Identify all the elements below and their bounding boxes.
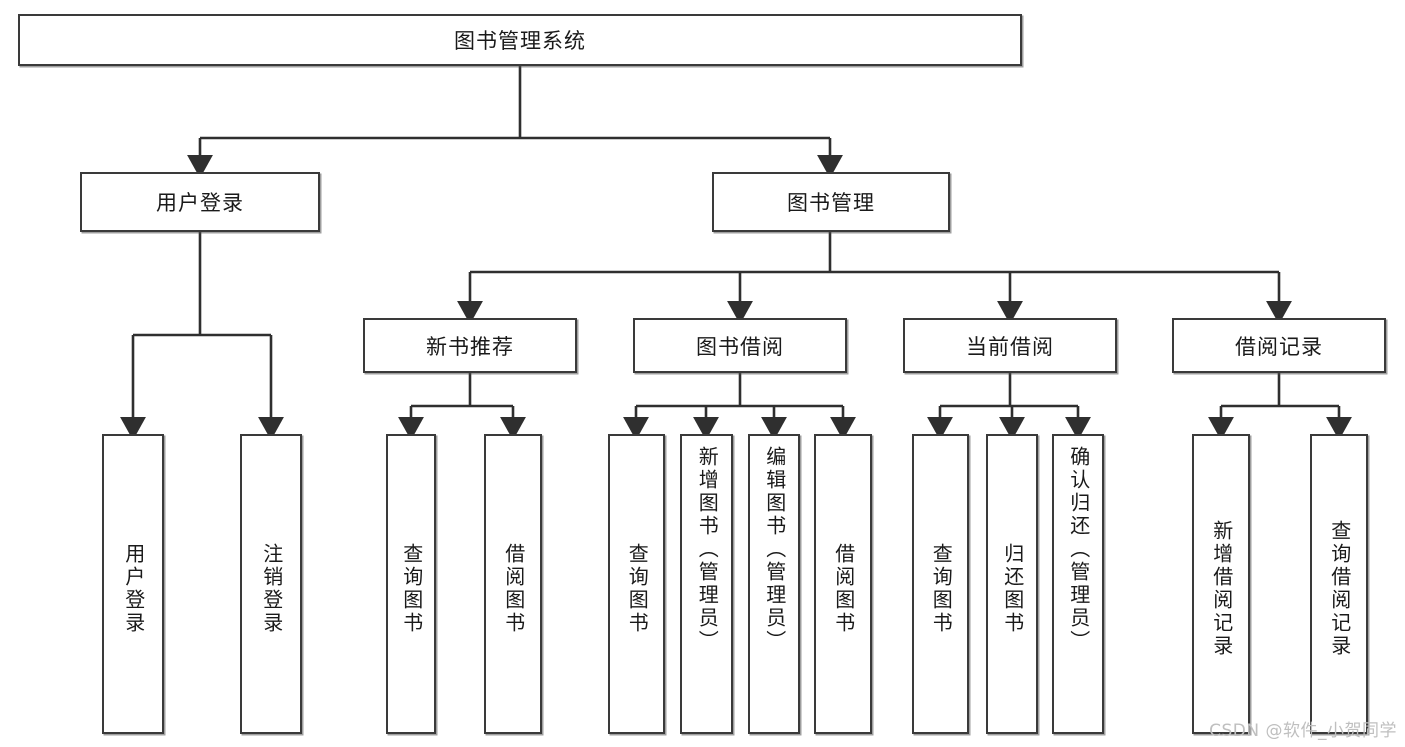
leaf-node[interactable]: 编辑图书（管理员） (748, 434, 800, 734)
node-user-login[interactable]: 用户登录 (80, 172, 320, 232)
leaf-node[interactable]: 查询图书 (912, 434, 969, 734)
leaf-node[interactable]: 查询图书 (608, 434, 665, 734)
leaf-label: 查询图书 (625, 543, 650, 635)
leaf-node[interactable]: 新增借阅记录 (1192, 434, 1250, 734)
node-label: 图书借阅 (696, 334, 784, 359)
watermark: CSDN @软件_小贺同学 (1209, 721, 1397, 741)
leaf-label: 归还图书 (1000, 543, 1025, 635)
leaf-node[interactable]: 借阅图书 (484, 434, 542, 734)
leaf-label: 编辑图书（管理员） (762, 446, 787, 653)
node-current-borrow[interactable]: 当前借阅 (903, 318, 1117, 373)
leaf-label: 查询借阅记录 (1327, 520, 1352, 658)
leaf-label: 借阅图书 (831, 543, 856, 635)
node-root-label: 图书管理系统 (454, 29, 586, 53)
leaf-label: 查询图书 (399, 543, 424, 635)
node-root[interactable]: 图书管理系统 (18, 14, 1022, 66)
leaf-label: 新增图书（管理员） (695, 446, 720, 653)
node-label: 当前借阅 (966, 334, 1054, 359)
leaf-node[interactable]: 查询借阅记录 (1310, 434, 1368, 734)
node-book-borrow[interactable]: 图书借阅 (633, 318, 847, 373)
leaf-label: 用户登录 (121, 543, 146, 635)
leaf-node[interactable]: 查询图书 (386, 434, 436, 734)
node-label: 用户登录 (156, 191, 244, 215)
node-borrow-record[interactable]: 借阅记录 (1172, 318, 1386, 373)
node-label: 图书管理 (787, 191, 875, 215)
leaf-node[interactable]: 注销登录 (240, 434, 302, 734)
leaf-node[interactable]: 借阅图书 (814, 434, 872, 734)
node-label: 借阅记录 (1235, 334, 1323, 359)
node-book-management[interactable]: 图书管理 (712, 172, 950, 232)
leaf-node[interactable]: 确认归还（管理员） (1052, 434, 1104, 734)
leaf-node[interactable]: 新增图书（管理员） (680, 434, 733, 734)
leaf-label: 借阅图书 (501, 543, 526, 635)
node-label: 新书推荐 (426, 334, 514, 359)
leaf-label: 新增借阅记录 (1209, 520, 1234, 658)
leaf-node[interactable]: 用户登录 (102, 434, 164, 734)
node-new-book-recommend[interactable]: 新书推荐 (363, 318, 577, 373)
leaf-node[interactable]: 归还图书 (986, 434, 1038, 734)
leaf-label: 查询图书 (929, 543, 954, 635)
leaf-label: 注销登录 (259, 543, 284, 635)
leaf-label: 确认归还（管理员） (1066, 446, 1091, 653)
